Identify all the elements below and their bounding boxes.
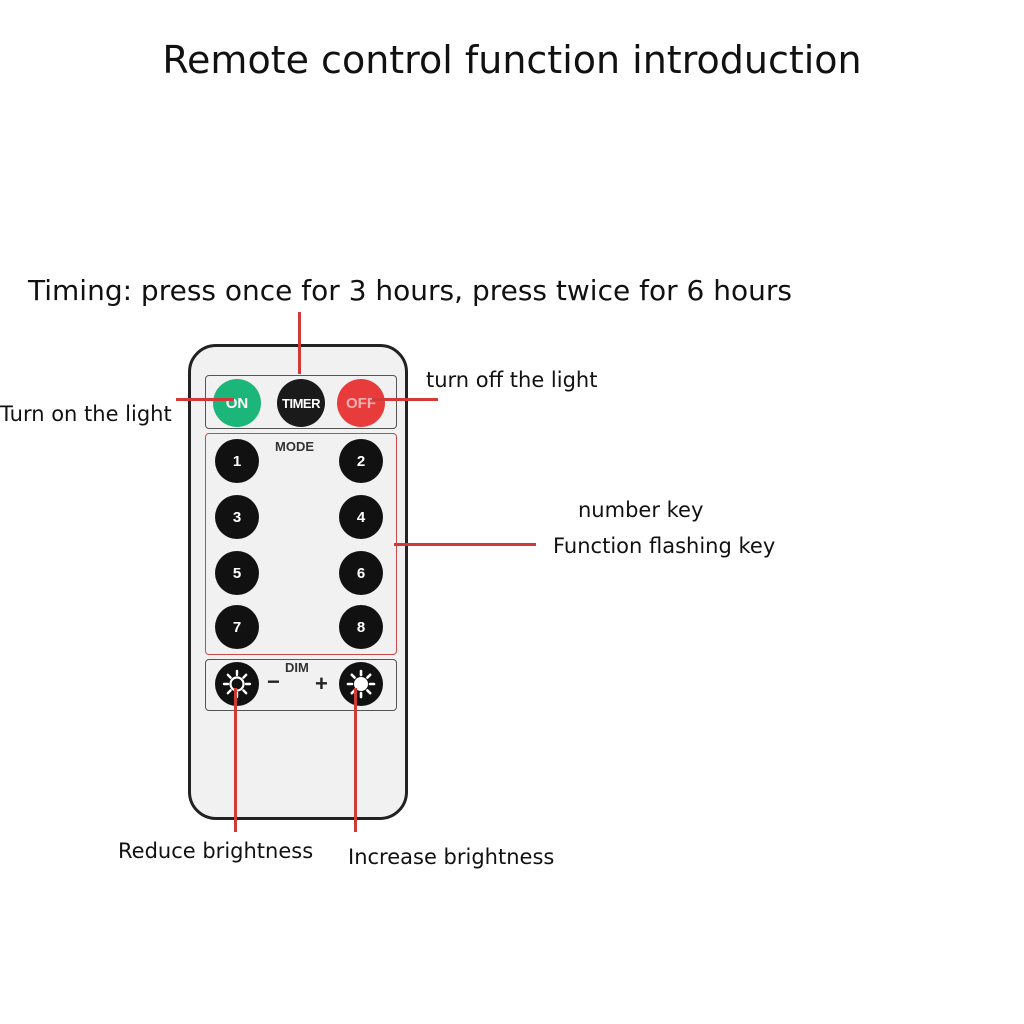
number-key-8[interactable]: 8 bbox=[339, 605, 383, 649]
function-flashing-key-label: Function flashing key bbox=[553, 534, 776, 558]
number-key-label: 6 bbox=[356, 564, 366, 582]
number-key-5[interactable]: 5 bbox=[215, 551, 259, 595]
dim-up-button[interactable] bbox=[339, 662, 383, 706]
mode-label: MODE bbox=[275, 439, 314, 454]
number-key-label: 7 bbox=[232, 618, 242, 636]
remote-control: ON TIMER OFF MODE 1 2 3 4 5 6 7 8 DIM − … bbox=[188, 344, 408, 820]
power-timer-panel bbox=[205, 375, 397, 429]
on-button[interactable]: ON bbox=[213, 379, 261, 427]
timing-note: Timing: press once for 3 hours, press tw… bbox=[28, 274, 792, 307]
turn-off-label: turn off the light bbox=[426, 368, 598, 392]
dim-down-button[interactable] bbox=[215, 662, 259, 706]
dim-label: DIM bbox=[285, 660, 309, 675]
number-key-4[interactable]: 4 bbox=[339, 495, 383, 539]
turn-on-label: Turn on the light bbox=[0, 402, 172, 426]
off-callout-line bbox=[372, 398, 438, 401]
off-button[interactable]: OFF bbox=[337, 379, 385, 427]
number-key-callout-line bbox=[394, 543, 536, 546]
number-key-label: 8 bbox=[356, 618, 366, 636]
number-key-3[interactable]: 3 bbox=[215, 495, 259, 539]
number-key-label: 5 bbox=[232, 564, 242, 582]
number-key-7[interactable]: 7 bbox=[215, 605, 259, 649]
dim-panel bbox=[205, 659, 397, 711]
number-key-label: 3 bbox=[232, 508, 242, 526]
plus-label: + bbox=[315, 671, 328, 696]
increase-callout-line bbox=[354, 688, 357, 832]
on-callout-line bbox=[176, 398, 234, 401]
sun-outline-icon bbox=[222, 669, 252, 699]
minus-label: − bbox=[267, 669, 280, 694]
reduce-brightness-label: Reduce brightness bbox=[118, 839, 314, 863]
number-key-label: 1 bbox=[232, 452, 242, 470]
timer-label: TIMER bbox=[282, 395, 320, 411]
number-key-6[interactable]: 6 bbox=[339, 551, 383, 595]
number-key-label: 2 bbox=[356, 452, 366, 470]
number-key-2[interactable]: 2 bbox=[339, 439, 383, 483]
timer-button[interactable]: TIMER bbox=[277, 379, 325, 427]
increase-brightness-label: Increase brightness bbox=[348, 845, 555, 869]
number-key-label: 4 bbox=[356, 508, 366, 526]
number-key-label-text: number key bbox=[578, 498, 704, 522]
timer-callout-line bbox=[298, 312, 301, 374]
off-label: OFF bbox=[346, 394, 376, 412]
page-title: Remote control function introduction bbox=[162, 38, 862, 82]
number-key-1[interactable]: 1 bbox=[215, 439, 259, 483]
reduce-callout-line bbox=[234, 688, 237, 832]
sun-filled-icon bbox=[346, 669, 376, 699]
